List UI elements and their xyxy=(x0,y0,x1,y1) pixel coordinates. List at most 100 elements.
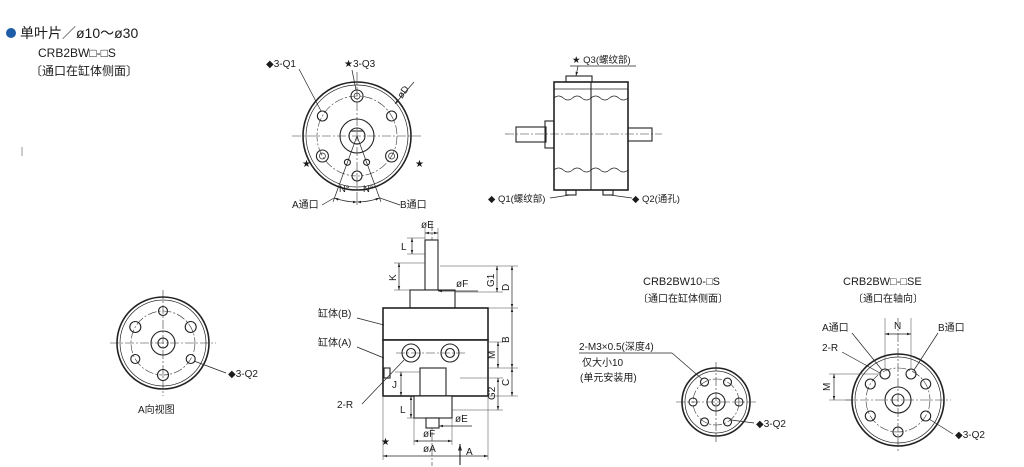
front-hub-outer xyxy=(339,118,375,154)
front-q3-hole-left xyxy=(315,149,329,163)
front-q1-label: ◆3-Q1 xyxy=(266,59,296,70)
front-angle-left-label: N° xyxy=(339,184,350,195)
front-q1-hole-right xyxy=(386,110,398,122)
section-port-right xyxy=(440,343,460,363)
model-code: CRB2BW□-□S xyxy=(38,46,116,60)
model-se-port-b-label: B通口 xyxy=(938,322,965,334)
a-view-hole-30 xyxy=(184,320,197,334)
model-se-hole-330 xyxy=(920,410,932,422)
model-se-view: CRB2BW□-□SE 〔通口在轴向〕 N A通口 B通口 2-R M ◆3-Q… xyxy=(822,276,985,452)
model-10-view: CRB2BW10-□S 〔通口在缸体侧面〕 2-M3×0.5(深度4) 仅大小1… xyxy=(579,276,786,442)
model-se-r-leader xyxy=(841,351,881,374)
side-right-shaft xyxy=(627,127,653,142)
a-view-q2-leader xyxy=(193,360,227,374)
model-se-n-label: N xyxy=(894,321,901,332)
front-port-b xyxy=(363,158,371,166)
dim-l-top-label: L xyxy=(401,242,407,253)
side-bottom-port-right xyxy=(602,189,614,196)
section-bottom-flange xyxy=(413,395,453,419)
dim-e-bottom-label: øE xyxy=(455,414,468,425)
front-shaft xyxy=(348,127,366,145)
side-q1-leader xyxy=(549,194,571,199)
dim-k-label: K xyxy=(388,274,399,281)
front-q3-label: ★3-Q3 xyxy=(344,59,376,70)
model-se-m-label: M xyxy=(822,383,833,391)
model-10-hole-240 xyxy=(699,417,710,427)
model-10-thread-label: 2-M3×0.5(深度4) xyxy=(579,340,654,353)
a-view-caption: A向视图 xyxy=(138,403,175,416)
dim-f-bottom-label: øF xyxy=(423,429,435,440)
model-10-hub xyxy=(706,392,726,412)
front-port-b-label: B通口 xyxy=(400,199,427,211)
dim-m-label: M xyxy=(487,351,498,359)
dim-a-label: øA xyxy=(423,444,436,455)
model-10-outer-circle xyxy=(681,367,751,437)
model-se-hole-30 xyxy=(920,378,932,390)
a-view-hole-90 xyxy=(157,305,169,317)
front-q3-hole-right xyxy=(385,149,399,163)
cylinder-a-label: 缸体(A) xyxy=(318,336,351,349)
front-chamfer-circle xyxy=(305,84,409,188)
model-10-q2-leader xyxy=(730,419,755,424)
side-bottom-port-left xyxy=(565,189,577,196)
front-q1-leader xyxy=(298,68,322,112)
front-q3-hole-top xyxy=(350,89,364,103)
page-title: 单叶片／ø10～ø30 xyxy=(20,25,138,41)
section-top-shaft xyxy=(424,239,439,291)
title-bullet-icon xyxy=(6,28,16,38)
model-se-hole-270 xyxy=(892,426,904,438)
side-q2-label: ◆ Q2(通孔) xyxy=(632,194,680,205)
front-port-b-leader xyxy=(379,197,401,206)
cylinder-a-leader xyxy=(356,346,385,359)
model-10-hole-180 xyxy=(688,397,698,407)
a-view-hole-150 xyxy=(129,320,142,334)
section-port-left xyxy=(401,343,421,363)
front-diameter-leader xyxy=(394,81,415,105)
dim-b-label: B xyxy=(501,336,512,343)
side-view: ★ Q3(螺纹部) ◆ Q1(螺纹部) ◆ Q2(通孔) xyxy=(488,54,680,205)
a-view-shaft xyxy=(157,337,169,349)
front-diameter-label: øD xyxy=(395,84,411,101)
section-port-right-inner xyxy=(444,347,456,359)
model-se-hole-150 xyxy=(864,378,876,390)
front-bolt-circle xyxy=(316,95,398,177)
a-view-hole-330 xyxy=(185,353,196,365)
port-note: 〔通口在缸体侧面〕 xyxy=(30,63,138,78)
model-10-chamfer-circle xyxy=(684,370,748,434)
section-bottom-shaft xyxy=(425,417,440,429)
model-se-shaft xyxy=(891,393,905,407)
front-star-mark-right: ★ xyxy=(415,159,424,170)
dim-2r-label: 2-R xyxy=(337,400,353,411)
front-q1-hole-left xyxy=(316,110,328,122)
header: 单叶片／ø10～ø30 CRB2BW□-□S 〔通口在缸体侧面〕 xyxy=(6,25,138,156)
model-se-title: CRB2BW□-□SE xyxy=(843,276,922,288)
model-10-bolt-circle xyxy=(692,378,740,426)
side-q2-leader xyxy=(609,194,633,199)
front-star-mark-left: ★ xyxy=(302,159,311,170)
front-angle-arc-right xyxy=(356,197,380,204)
a-view-bolt-circle xyxy=(130,310,196,376)
model-se-port-b xyxy=(905,368,917,380)
dim-f-top-label: øF xyxy=(456,279,468,290)
a-view-q2-label: ◆3-Q2 xyxy=(228,369,258,380)
model-10-use-note: (单元安装用) xyxy=(580,371,637,384)
model-se-bolt-circle xyxy=(865,367,931,433)
model-se-port-note: 〔通口在轴向〕 xyxy=(853,292,923,305)
side-break-line-bottom xyxy=(553,167,629,173)
model-10-hole-60 xyxy=(722,377,733,387)
a-view-hole-270 xyxy=(156,368,170,382)
model-10-hole-120 xyxy=(699,377,710,387)
front-outer-circle xyxy=(302,81,412,191)
section-cylinder-b xyxy=(382,307,489,341)
front-angle-arc-left xyxy=(334,197,358,204)
a-view-hub xyxy=(150,330,176,356)
side-q1-label: ◆ Q1(螺纹部) xyxy=(488,193,545,205)
front-port-a-label: A通口 xyxy=(292,199,319,211)
front-q3-hole-top-inner xyxy=(353,92,361,100)
front-port-a xyxy=(343,158,351,166)
front-angle-line-right xyxy=(356,135,382,202)
model-se-chamfer-circle xyxy=(854,356,942,444)
model-se-q2-leader xyxy=(928,418,954,435)
model-10-port-note: 〔通口在缸体侧面〕 xyxy=(638,292,728,305)
